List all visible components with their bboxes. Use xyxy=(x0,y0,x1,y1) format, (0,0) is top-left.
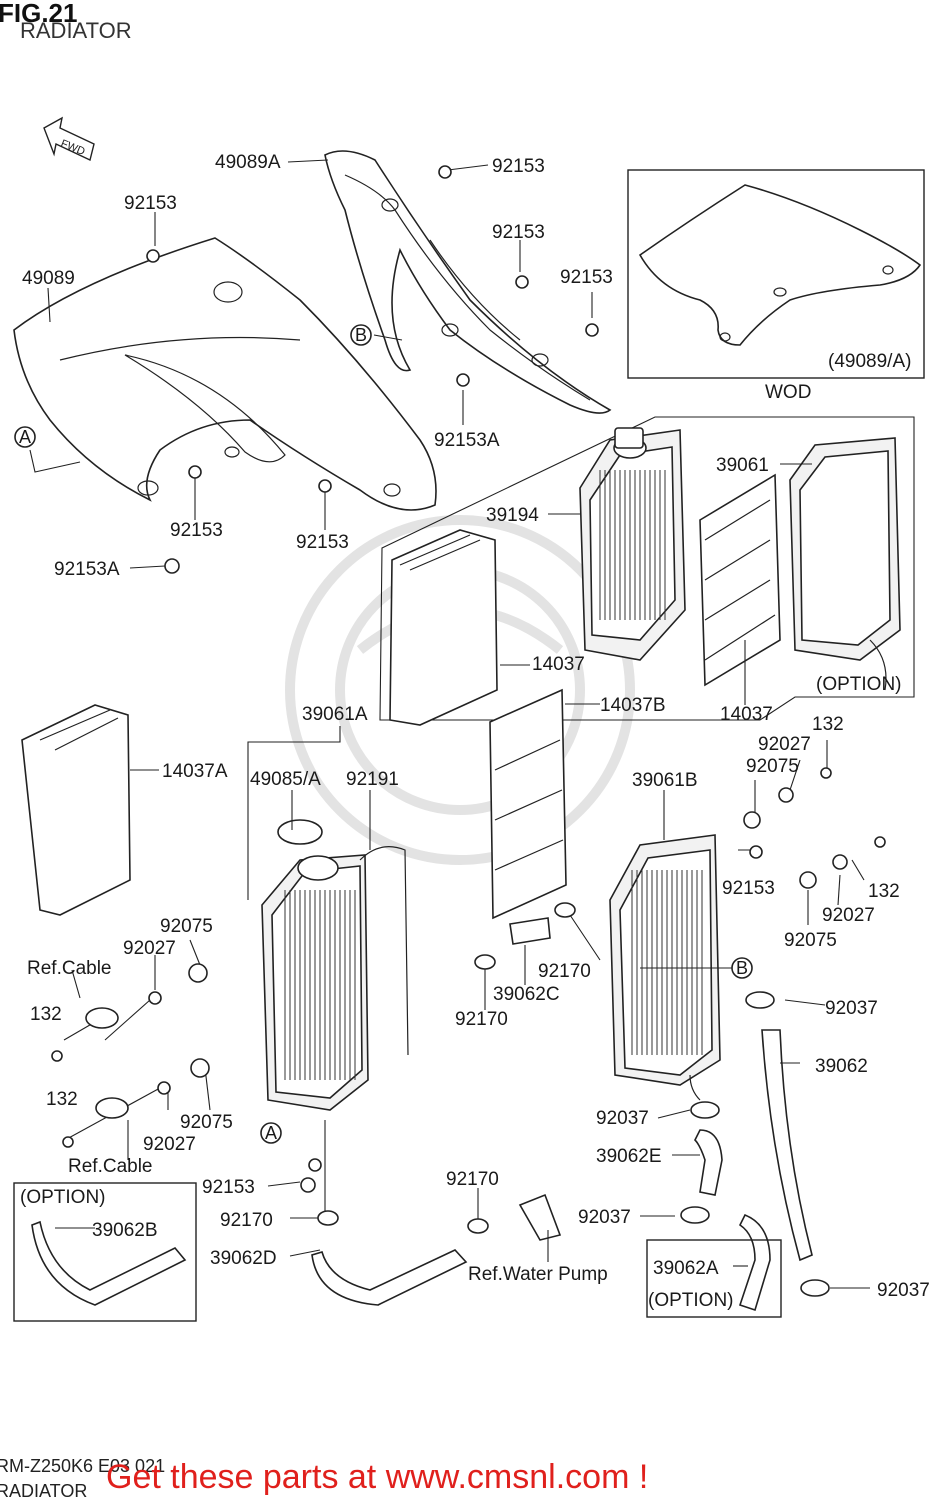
callout-labels: 49089A 92153 92153 92153 92153 49089 B A… xyxy=(19,152,929,1311)
callout-14037: 14037 xyxy=(720,704,773,725)
footer-code: RM-Z250K6 E03 021 xyxy=(0,1456,165,1476)
marker-b-right xyxy=(731,957,753,979)
marker-a-label: A xyxy=(265,1123,277,1143)
marker-a-lower xyxy=(260,1122,282,1144)
shroud-frame-49089A xyxy=(324,150,612,414)
guard-14037-right xyxy=(699,473,781,687)
callout-92027: 92027 xyxy=(822,905,875,926)
callout-39062E: 39062E xyxy=(596,1146,662,1167)
callout-92170: 92170 xyxy=(446,1169,499,1190)
radiator-39194 xyxy=(579,427,686,661)
callout-92170: 92170 xyxy=(220,1210,273,1231)
leader-lines xyxy=(29,159,870,1289)
callout-92153: 92153 xyxy=(492,156,545,177)
callout-92153A: 92153A xyxy=(434,430,500,451)
callout-39062: 39062 xyxy=(815,1056,868,1077)
callout-49089A: 49089A xyxy=(215,152,281,173)
wod-part-label: (49089/A) xyxy=(828,351,911,372)
left-shroud-49089 xyxy=(13,237,437,511)
right-radiator-group-box xyxy=(379,416,915,721)
marker-a-label: A xyxy=(19,427,31,447)
figure-subtitle: RADIATOR xyxy=(20,18,132,43)
callout-92037: 92037 xyxy=(877,1280,929,1301)
footer-subtitle: RADIATOR xyxy=(0,1481,87,1500)
callout-132: 132 xyxy=(46,1089,78,1110)
callout-92153: 92153 xyxy=(170,520,223,541)
marker-b-label: B xyxy=(736,958,748,978)
callout-92037: 92037 xyxy=(578,1207,631,1228)
radiator-39061 xyxy=(789,437,901,691)
callout-49089: 49089 xyxy=(22,268,75,289)
callout-39061: 39061 xyxy=(716,455,769,476)
marker-b-top xyxy=(350,324,372,346)
guard-14037B xyxy=(489,688,567,920)
callout-132: 132 xyxy=(812,714,844,735)
callout-92153: 92153 xyxy=(124,193,177,214)
callout-49085A: 49085/A xyxy=(250,769,321,790)
marker-b-label: B xyxy=(355,325,367,345)
callout-39062D: 39062D xyxy=(210,1248,277,1269)
callout-39062B: 39062B xyxy=(92,1220,158,1241)
callout-14037B: 14037B xyxy=(600,695,666,716)
callout-39061B: 39061B xyxy=(632,770,698,791)
option-label-bottom: (OPTION) xyxy=(648,1290,734,1311)
cta-link[interactable]: Get these parts at www.cmsnl.com ! xyxy=(106,1458,648,1496)
radiator-39061B xyxy=(609,834,721,1101)
callout-92153: 92153 xyxy=(202,1177,255,1198)
wod-option-box: (49089/A) WOD xyxy=(627,169,925,403)
callout-92153: 92153 xyxy=(492,222,545,243)
callout-14037: 14037 xyxy=(532,654,585,675)
callout-92037: 92037 xyxy=(825,998,878,1019)
callout-92075: 92075 xyxy=(180,1112,233,1133)
callout-92153A: 92153A xyxy=(54,559,120,580)
guard-14037A xyxy=(21,704,131,916)
callout-92170: 92170 xyxy=(455,1009,508,1030)
callout-92027: 92027 xyxy=(123,938,176,959)
callout-132: 132 xyxy=(868,881,900,902)
callout-39194: 39194 xyxy=(486,505,539,526)
wod-label: WOD xyxy=(765,382,811,403)
callout-92153: 92153 xyxy=(296,532,349,553)
callout-92027: 92027 xyxy=(758,734,811,755)
fasteners xyxy=(51,165,886,1297)
option-label-right: (OPTION) xyxy=(816,674,902,695)
callout-14037A: 14037A xyxy=(162,761,228,782)
callout-39062C: 39062C xyxy=(493,984,560,1005)
ref-water-pump-label: Ref.Water Pump xyxy=(468,1264,608,1285)
ref-cable-label: Ref.Cable xyxy=(68,1156,153,1177)
callout-92153: 92153 xyxy=(560,267,613,288)
callout-92191: 92191 xyxy=(346,769,399,790)
callout-92075: 92075 xyxy=(746,756,799,777)
reference-markers xyxy=(14,324,753,1144)
callout-92027: 92027 xyxy=(143,1134,196,1155)
option-box-bottom xyxy=(646,1239,782,1318)
figure-number: FIG.21 xyxy=(0,0,77,28)
callout-92075: 92075 xyxy=(784,930,837,951)
option-label-left: (OPTION) xyxy=(20,1187,106,1208)
callout-92075: 92075 xyxy=(160,916,213,937)
hoses xyxy=(31,917,813,1312)
ref-cable-label: Ref.Cable xyxy=(27,958,112,979)
callout-92170: 92170 xyxy=(538,961,591,982)
fwd-arrow-icon: FWD xyxy=(43,116,95,161)
radiator-39061A xyxy=(261,819,409,1111)
callout-39062A: 39062A xyxy=(653,1258,719,1279)
guard-14037-left xyxy=(389,529,498,726)
option-box-left xyxy=(13,1182,197,1322)
callout-92037: 92037 xyxy=(596,1108,649,1129)
callout-132: 132 xyxy=(30,1004,62,1025)
callout-39061A: 39061A xyxy=(302,704,368,725)
callout-92153: 92153 xyxy=(722,878,775,899)
marker-a-left xyxy=(14,426,36,448)
